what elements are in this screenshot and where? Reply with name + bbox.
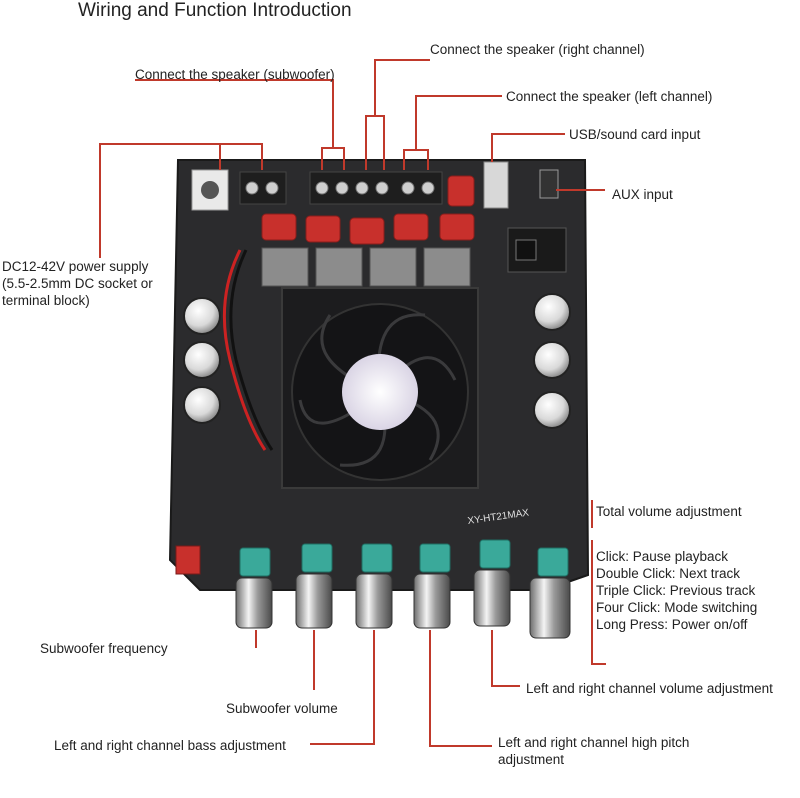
label-power-supply: DC12-42V power supply (5.5-2.5mm DC sock… xyxy=(2,259,153,308)
label-usb-input: USB/sound card input xyxy=(569,127,701,142)
inductors xyxy=(261,247,471,287)
knobs xyxy=(235,569,571,639)
label-subwoofer-speaker: Connect the speaker (subwoofer) xyxy=(135,67,335,82)
leader-lines xyxy=(99,59,606,747)
knob-function-item: Triple Click: Previous track xyxy=(596,583,756,598)
fan-hub xyxy=(342,354,418,430)
aux-jack xyxy=(539,169,559,199)
usb-port xyxy=(483,161,509,209)
power-wires xyxy=(222,249,267,451)
page-title: Wiring and Function Introduction xyxy=(78,0,352,21)
label-right-speaker: Connect the speaker (right channel) xyxy=(430,42,645,57)
label-lr-volume-adjustment: Left and right channel volume adjustment xyxy=(526,681,773,696)
label-high-pitch-adjustment: Left and right channel high pitch adjust… xyxy=(498,735,690,767)
label-left-speaker: Connect the speaker (left channel) xyxy=(506,89,713,104)
label-bass-adjustment: Left and right channel bass adjustment xyxy=(54,738,286,753)
knob-function-item: Double Click: Next track xyxy=(596,566,741,581)
knob-bases xyxy=(239,539,569,577)
electrolytic-capacitors xyxy=(183,293,571,429)
label-subwoofer-volume: Subwoofer volume xyxy=(226,701,338,716)
knob-function-item: Four Click: Mode switching xyxy=(596,600,758,615)
label-aux-input: AUX input xyxy=(612,187,673,202)
knob-function-list: Click: Pause playback Double Click: Next… xyxy=(596,548,757,633)
knob-function-item: Long Press: Power on/off xyxy=(596,617,748,632)
label-total-volume: Total volume adjustment xyxy=(596,504,742,519)
knob-function-item: Click: Pause playback xyxy=(596,549,729,564)
terminal-blocks xyxy=(239,171,443,205)
label-subwoofer-frequency: Subwoofer frequency xyxy=(40,641,168,656)
red-connector xyxy=(175,545,201,575)
red-capacitors xyxy=(261,175,475,245)
